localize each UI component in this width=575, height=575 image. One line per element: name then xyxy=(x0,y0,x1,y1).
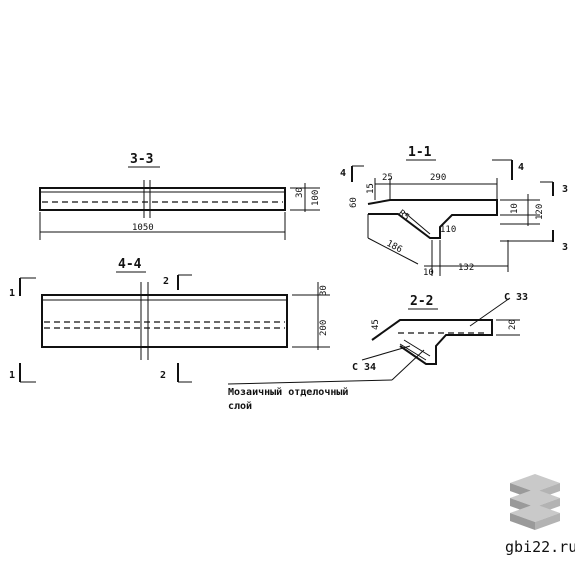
section-1-1: 1-1 4 4 25 290 15 60 R5 186 110 10 132 xyxy=(340,145,568,278)
dim-length-1050: 1050 xyxy=(132,223,154,233)
cut-mark-4-right: 4 xyxy=(518,162,524,173)
dim-25: 25 xyxy=(382,173,393,183)
dim-15: 15 xyxy=(366,183,376,194)
cut-mark-4-left: 4 xyxy=(340,168,346,179)
mark-c33: С 33 xyxy=(504,292,528,303)
dim-200-s44: 200 xyxy=(319,320,329,336)
section-3-3: 3-3 1050 30 100 xyxy=(39,152,321,240)
dim-10-right: 10 xyxy=(510,203,520,214)
dim-30-s33: 30 xyxy=(295,187,305,198)
dim-20: 20 xyxy=(508,319,518,330)
cut-mark-3-bottom: 3 xyxy=(562,242,568,253)
dim-110: 110 xyxy=(440,225,456,235)
cut-marks-1-2: 1 1 2 2 xyxy=(9,274,192,383)
section-1-1-title: 1-1 xyxy=(408,145,432,160)
dim-186: 186 xyxy=(385,239,404,255)
dim-290: 290 xyxy=(430,173,446,183)
cut-mark-1-bottom: 1 xyxy=(9,370,15,381)
dim-100-s33: 100 xyxy=(311,190,321,206)
dim-45: 45 xyxy=(371,319,381,330)
layers-logo-icon xyxy=(510,474,560,530)
cut-mark-3-top: 3 xyxy=(562,184,568,195)
cut-mark-1-top: 1 xyxy=(9,288,15,299)
section-2-2-title: 2-2 xyxy=(410,294,433,309)
dim-30-s44: 30 xyxy=(319,285,329,296)
note-line-1: Мозаичный отделочный xyxy=(228,386,348,398)
finishing-layer-note: Мозаичный отделочный слой xyxy=(228,386,348,412)
section-2-2: 2-2 45 20 С 33 С 34 xyxy=(227,292,528,385)
mark-c34: С 34 xyxy=(352,362,376,373)
note-line-2: слой xyxy=(228,400,252,412)
watermark-text: gbi22.ru xyxy=(505,538,575,556)
cut-mark-2-top: 2 xyxy=(163,276,169,287)
cut-mark-2-bottom: 2 xyxy=(160,370,166,381)
section-3-3-title: 3-3 xyxy=(130,152,153,167)
dim-60: 60 xyxy=(349,197,359,208)
section-4-4: 4-4 30 200 xyxy=(41,257,330,360)
dim-132: 132 xyxy=(458,263,474,273)
watermark: gbi22.ru xyxy=(505,474,575,556)
section-4-4-title: 4-4 xyxy=(118,257,142,272)
dim-10-bottom: 10 xyxy=(423,268,434,278)
dim-120: 120 xyxy=(535,204,545,220)
